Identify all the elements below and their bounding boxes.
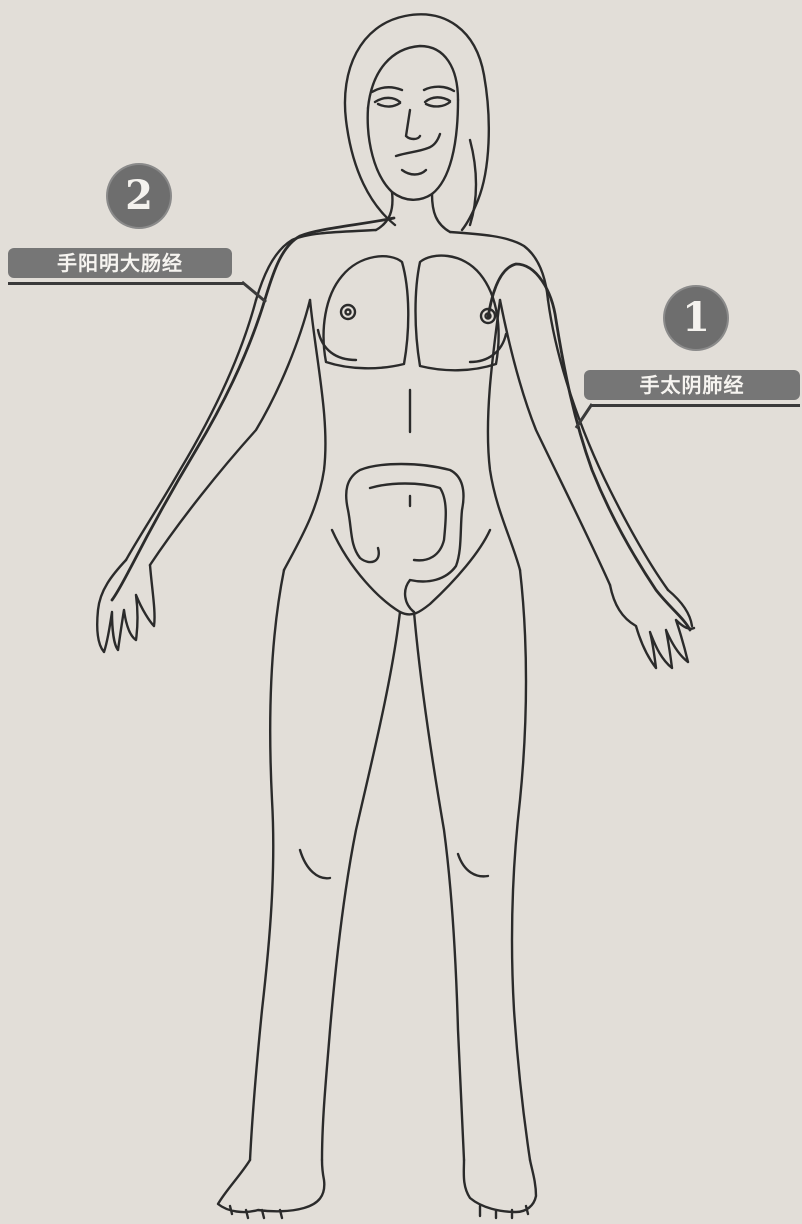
- foot-left: [464, 1160, 536, 1218]
- neck-right: [432, 194, 450, 232]
- knee-left: [458, 854, 488, 876]
- large-intestine-meridian-label: 手阳明大肠经: [8, 248, 232, 278]
- nipple-right: [341, 305, 355, 319]
- leg-left-inner: [414, 612, 464, 1160]
- leader-line-1-angle: [568, 400, 608, 440]
- neck-left: [376, 192, 392, 230]
- torso-left: [284, 300, 325, 570]
- face-outline: [368, 100, 458, 200]
- arm-right-outer: [548, 300, 668, 590]
- groin: [332, 530, 490, 614]
- right-eye: [425, 97, 450, 106]
- leg-right-outer: [250, 570, 284, 1160]
- leg-left-outer: [512, 570, 530, 1160]
- lung-right: [324, 256, 409, 368]
- arm-left-outer: [126, 300, 256, 560]
- right-brow: [424, 87, 454, 91]
- arm-left-inner: [150, 300, 310, 565]
- chin: [402, 170, 426, 175]
- knee-right: [300, 850, 330, 878]
- foot-right: [218, 1160, 324, 1218]
- leg-right-inner: [322, 612, 400, 1160]
- nipple-right-inner: [346, 310, 351, 315]
- shoulder-right: [450, 232, 548, 300]
- left-eye: [375, 98, 400, 107]
- meridian-number-badge-2: 2: [108, 165, 170, 227]
- leader-line-2-angle: [236, 276, 276, 316]
- left-brow: [372, 87, 402, 92]
- hair-strand: [470, 140, 476, 225]
- nose: [406, 110, 420, 139]
- meridian-number-badge-1: 1: [665, 287, 727, 349]
- hand-right: [610, 585, 694, 668]
- breast-left-curve: [470, 334, 506, 362]
- leader-line-1: [590, 404, 800, 407]
- leader-line-2: [8, 282, 244, 285]
- lung-meridian-label: 手太阴肺经: [584, 370, 800, 400]
